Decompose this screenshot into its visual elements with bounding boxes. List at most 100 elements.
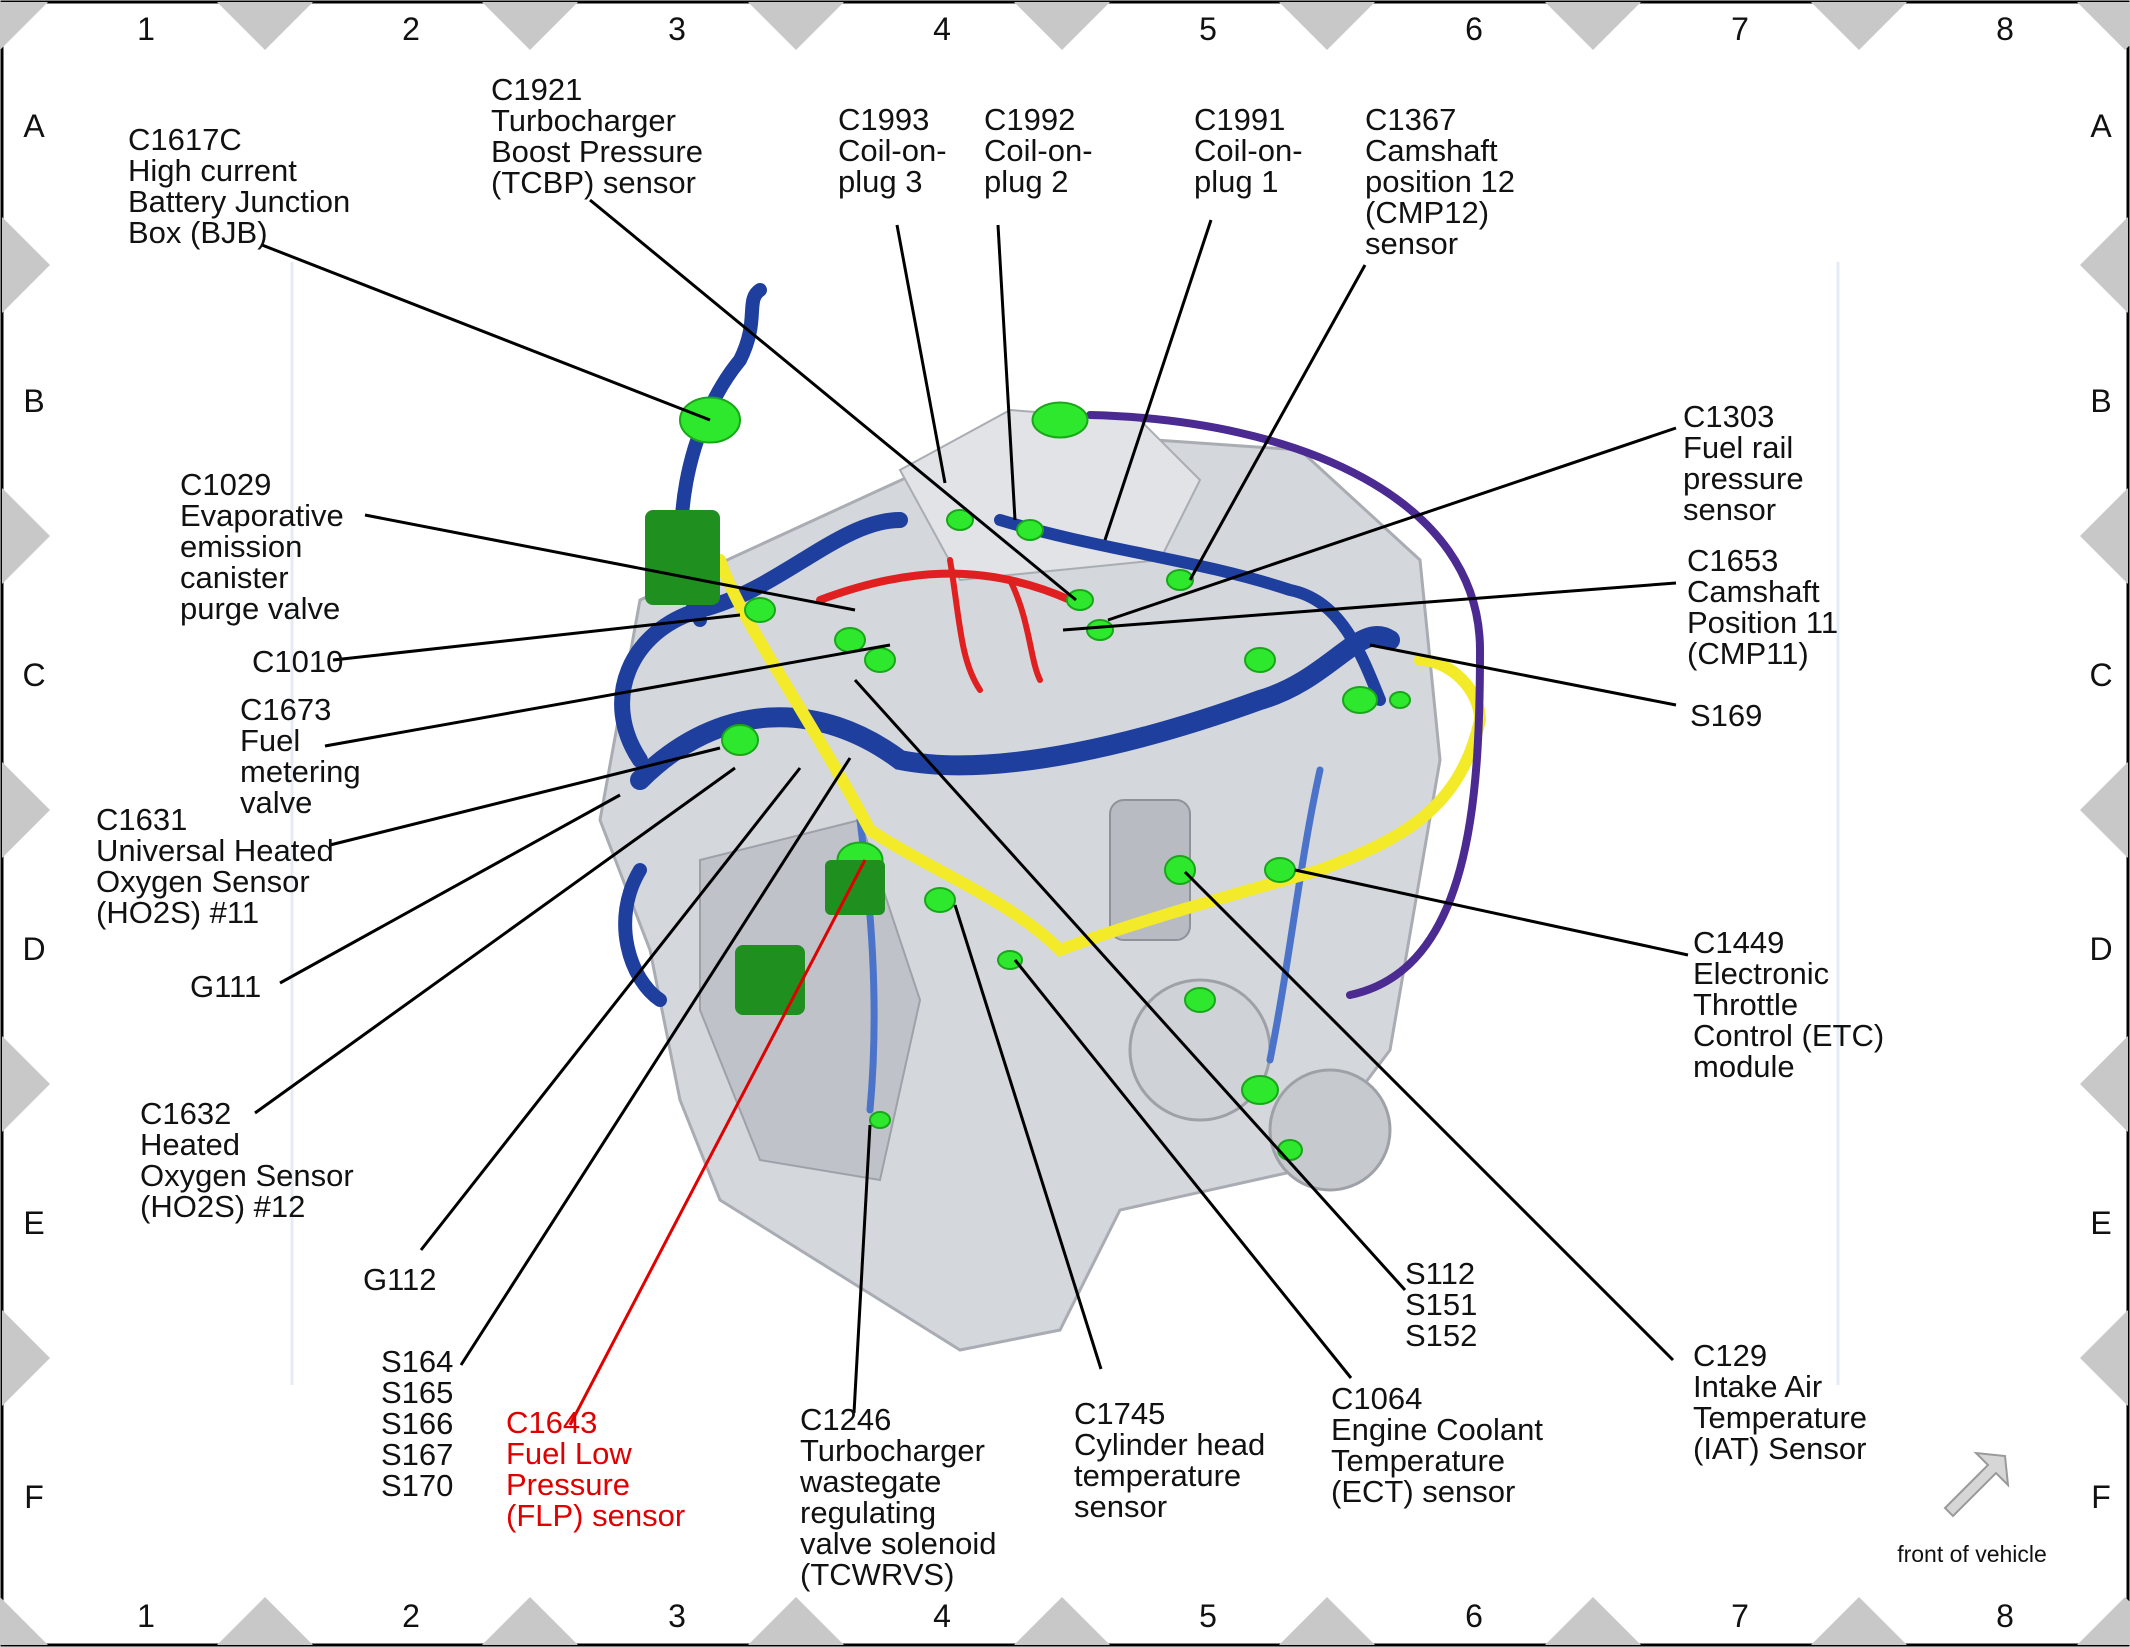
grid-column-label-top: 7 — [1731, 11, 1749, 47]
leader-line — [261, 243, 711, 422]
callout-line: Coil-on- — [1194, 133, 1303, 168]
callout-line: (ECT) sensor — [1331, 1474, 1515, 1509]
grid-column-label-bottom: 8 — [1996, 1598, 2014, 1634]
callout-line: (CMP12) — [1365, 195, 1489, 230]
connector-marker — [721, 724, 759, 756]
connector-marker — [864, 647, 896, 673]
connector-marker — [1016, 519, 1044, 541]
grid-row-label-right: E — [2090, 1205, 2111, 1241]
front-of-vehicle-label: front of vehicle — [1897, 1541, 2047, 1567]
leader-line — [324, 643, 891, 748]
callout-leader-lines — [254, 198, 1689, 1426]
callout-line: S151 — [1405, 1287, 1477, 1322]
callout-line: C1010 — [252, 644, 343, 679]
callout-line: Camshaft — [1365, 133, 1498, 168]
harness-wire — [618, 863, 667, 1007]
front-arrow-icon — [1943, 1451, 2010, 1518]
harness-wire — [630, 626, 1400, 790]
leader-line — [1103, 219, 1213, 541]
connector-marker — [1264, 857, 1296, 883]
callout-line: S164 — [381, 1344, 453, 1379]
grid-column-label-top: 1 — [137, 11, 155, 47]
callout-line: Oxygen Sensor — [140, 1158, 354, 1193]
leader-line — [1188, 264, 1367, 581]
callout-line: C1449 — [1693, 925, 1784, 960]
grid-column-label-top: 8 — [1996, 11, 2014, 47]
callout-line: Oxygen Sensor — [96, 864, 310, 899]
callout-line: C1632 — [140, 1096, 231, 1131]
edge-marker-top — [1811, 2, 1907, 50]
leader-line — [852, 1124, 872, 1414]
grid-column-label-bottom: 7 — [1731, 1598, 1749, 1634]
callout-s169: S169 — [1690, 698, 1762, 733]
edge-marker-right — [2080, 488, 2128, 584]
harness-wire — [1266, 766, 1324, 1064]
callout-line: canister — [180, 560, 289, 595]
leader-line — [459, 757, 852, 1366]
grid-column-label-top: 4 — [933, 11, 951, 47]
grid-column-label-top: 6 — [1465, 11, 1483, 47]
callout-line: (TCWRVS) — [800, 1557, 954, 1592]
leader-line — [1013, 959, 1353, 1379]
callout-line: Position 11 — [1687, 605, 1838, 640]
callout-line: S170 — [381, 1468, 453, 1503]
callout-g111: G111 — [190, 969, 261, 1004]
callout-line: C1029 — [180, 467, 271, 502]
callout-line: Cylinder head — [1074, 1427, 1265, 1462]
edge-marker-left — [2, 762, 50, 858]
connector-marker — [1241, 1075, 1279, 1105]
edge-marker-top — [1545, 2, 1641, 50]
callout-line: C1631 — [96, 802, 187, 837]
callout-line: S169 — [1690, 698, 1762, 733]
grid-row-label-right: F — [2091, 1479, 2111, 1515]
connector-marker — [1166, 569, 1194, 591]
leader-line — [254, 766, 736, 1115]
callout-line: S152 — [1405, 1318, 1477, 1353]
connector-marker — [1086, 619, 1114, 641]
callout-line: High current — [128, 153, 297, 188]
grid-column-label-bottom: 6 — [1465, 1598, 1483, 1634]
edge-marker-bottom — [1279, 1597, 1375, 1645]
callout-line: (FLP) sensor — [506, 1498, 685, 1533]
connector-module — [645, 510, 720, 605]
edge-marker-left — [2, 1036, 50, 1132]
connector-marker — [834, 627, 866, 653]
edge-marker-top — [482, 2, 578, 50]
edge-marker-bottom — [1014, 1597, 1110, 1645]
edge-marker-left — [2, 1310, 50, 1406]
harness-wire — [816, 569, 1074, 604]
callout-line: C1991 — [1194, 102, 1285, 137]
leader-line — [1183, 870, 1675, 1362]
leader-line — [1369, 643, 1677, 707]
grid-column-label-top: 2 — [402, 11, 420, 47]
leader-line — [1062, 581, 1677, 632]
harness-wire — [1086, 411, 1485, 999]
callout-line: valve — [240, 785, 312, 820]
callout-line: C1643 — [506, 1405, 597, 1440]
leader-line — [419, 767, 802, 1251]
callout-line: pressure — [1683, 461, 1804, 496]
callout-line: (CMP11) — [1687, 636, 1809, 671]
edge-marker-top — [1279, 2, 1375, 50]
harness-wire — [1007, 577, 1043, 683]
callout-line: (HO2S) #12 — [140, 1189, 305, 1224]
edge-marker-right — [2080, 1310, 2128, 1406]
callout-line: C129 — [1693, 1338, 1767, 1373]
callout-line: valve solenoid — [800, 1526, 996, 1561]
leader-line — [853, 678, 1407, 1292]
connector-marker — [744, 597, 776, 623]
connector-marker — [1389, 691, 1411, 709]
front-of-vehicle-indicator: front of vehicle — [1897, 1451, 2047, 1567]
leader-line — [329, 746, 721, 847]
callout-line: S112 — [1405, 1256, 1475, 1291]
grid-row-label-left: A — [23, 108, 45, 144]
callout-line: Boost Pressure — [491, 134, 703, 169]
grid-row-label-right: C — [2089, 657, 2112, 693]
